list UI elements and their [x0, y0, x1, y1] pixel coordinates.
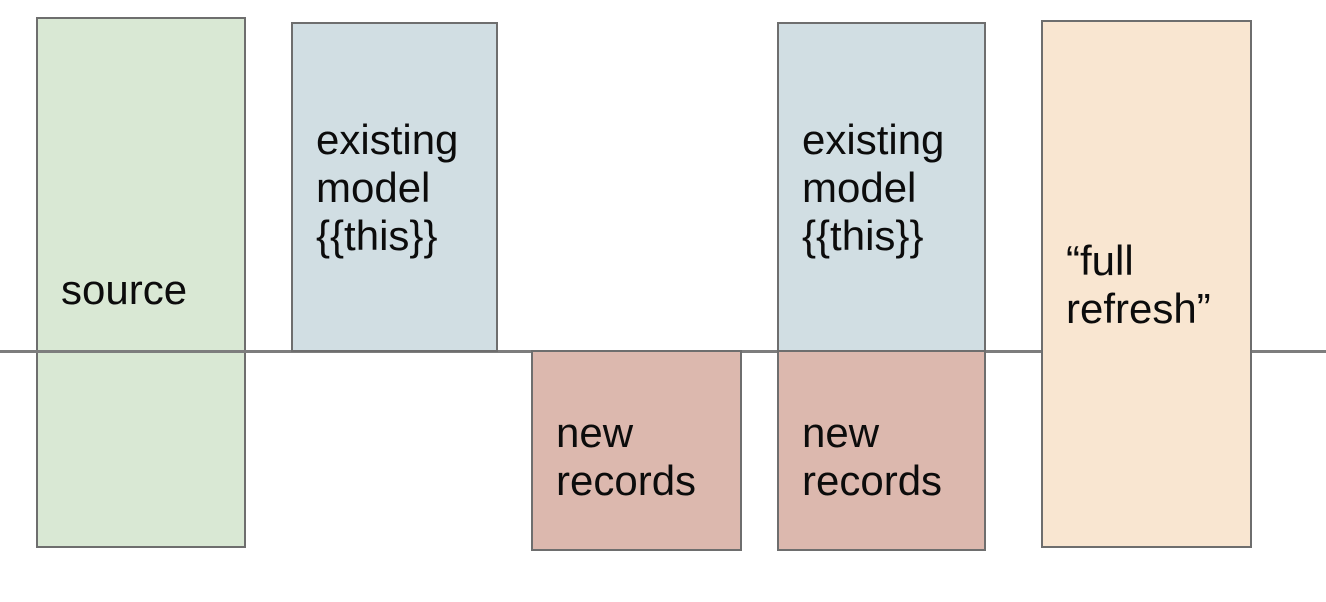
box-new-records-1: new records	[531, 350, 742, 551]
box-existing-model-1: existing model {{this}}	[291, 22, 498, 352]
box-full-refresh: “full refresh”	[1041, 20, 1252, 548]
box-existing-model-1-label: existing model {{this}}	[316, 116, 459, 259]
box-new-records-2-label: new records	[802, 408, 943, 504]
box-source-label: source	[61, 265, 188, 313]
box-new-records-2: new records	[777, 350, 986, 551]
box-existing-model-2-label: existing model {{this}}	[802, 116, 945, 259]
box-source: source	[36, 17, 246, 548]
box-full-refresh-label: “full refresh”	[1066, 237, 1211, 332]
box-new-records-1-label: new records	[556, 408, 697, 504]
box-existing-model-2: existing model {{this}}	[777, 22, 986, 352]
